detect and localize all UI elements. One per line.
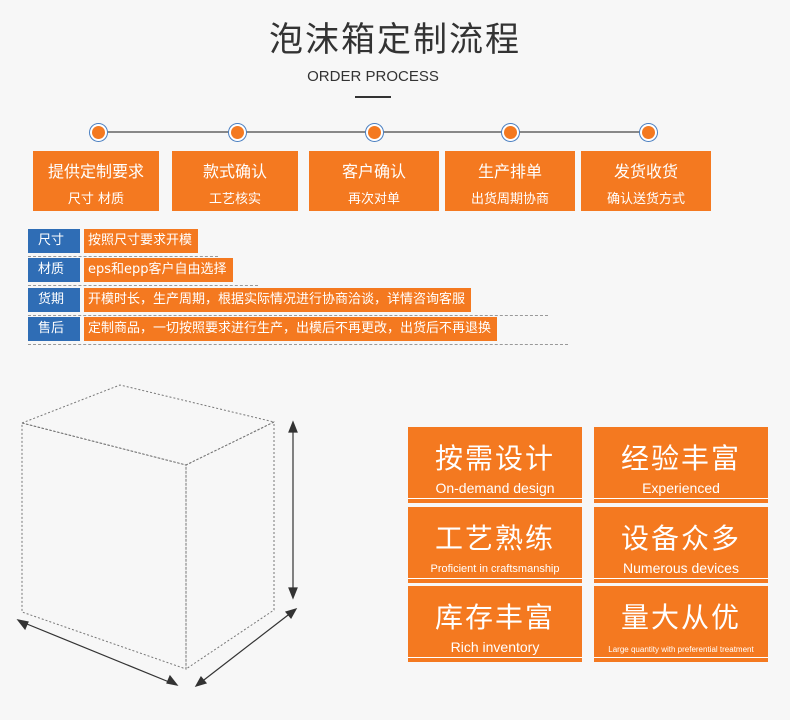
feature-title: 工艺熟练 — [434, 522, 555, 555]
detail-label: 货期 — [28, 288, 80, 312]
feature-subtitle: Large quantity with preferential treatme… — [608, 645, 754, 654]
feature-title: 经验丰富 — [620, 442, 741, 475]
detail-label: 尺寸 — [28, 229, 80, 253]
step-title: 生产排单 — [477, 162, 542, 181]
step-subtitle: 工艺核实 — [208, 192, 261, 207]
step-title: 客户确认 — [341, 162, 406, 181]
feature-card: 量大从优 Large quantity with preferential tr… — [594, 586, 768, 662]
timeline-dot — [504, 126, 517, 139]
process-step: 客户确认 再次对单 — [309, 151, 439, 211]
feature-card: 经验丰富 Experienced — [594, 427, 768, 503]
feature-card: 工艺熟练 Proficient in craftsmanship — [408, 507, 582, 583]
detail-text: 按照尺寸要求开模 — [84, 229, 199, 253]
box-dimension-illustration — [16, 384, 298, 687]
detail-text: eps和epp客户自由选择 — [84, 258, 233, 282]
step-title: 款式确认 — [202, 162, 267, 181]
row-divider — [28, 285, 258, 286]
feature-title: 库存丰富 — [434, 601, 555, 634]
detail-text: 定制商品，一切按照要求进行生产，出模后不再更改，出货后不再退换 — [84, 317, 498, 341]
row-divider — [28, 344, 568, 345]
timeline-dot — [92, 126, 105, 139]
card-rule — [408, 657, 582, 658]
process-step: 提供定制要求 尺寸 材质 — [33, 151, 159, 211]
process-step: 发货收货 确认送货方式 — [581, 151, 711, 211]
page-title: 泡沫箱定制流程 — [269, 20, 521, 60]
card-rule — [408, 578, 582, 579]
step-subtitle: 出货周期协商 — [470, 192, 549, 207]
feature-subtitle: Numerous devices — [623, 560, 739, 576]
card-rule — [594, 498, 768, 499]
detail-text: 开模时长，生产周期，根据实际情况进行协商洽谈，详情咨询客服 — [84, 288, 472, 312]
process-step: 款式确认 工艺核实 — [172, 151, 298, 211]
step-title: 提供定制要求 — [47, 162, 144, 181]
step-title: 发货收货 — [613, 162, 678, 181]
row-divider — [28, 315, 548, 316]
feature-card: 按需设计 On-demand design — [408, 427, 582, 503]
page-subtitle: ORDER PROCESS — [307, 68, 439, 85]
timeline-dot — [368, 126, 381, 139]
feature-subtitle: On-demand design — [435, 480, 555, 496]
detail-label: 售后 — [28, 317, 80, 341]
feature-subtitle: Proficient in craftsmanship — [430, 563, 560, 575]
process-step: 生产排单 出货周期协商 — [445, 151, 575, 211]
feature-title: 设备众多 — [620, 522, 741, 555]
step-subtitle: 确认送货方式 — [606, 192, 685, 207]
timeline-dot — [642, 126, 655, 139]
card-rule — [594, 578, 768, 579]
step-subtitle: 再次对单 — [347, 192, 400, 207]
timeline-dot — [231, 126, 244, 139]
feature-card: 设备众多 Numerous devices — [594, 507, 768, 583]
card-rule — [408, 498, 582, 499]
subtitle-underline — [355, 96, 391, 98]
feature-subtitle: Rich inventory — [450, 639, 540, 655]
feature-subtitle: Experienced — [642, 480, 720, 496]
feature-card: 库存丰富 Rich inventory — [408, 586, 582, 662]
feature-title: 量大从优 — [620, 601, 741, 634]
step-subtitle: 尺寸 材质 — [67, 192, 125, 207]
row-divider — [28, 256, 218, 257]
card-rule — [594, 657, 768, 658]
detail-label: 材质 — [28, 258, 80, 282]
feature-title: 按需设计 — [434, 442, 555, 475]
